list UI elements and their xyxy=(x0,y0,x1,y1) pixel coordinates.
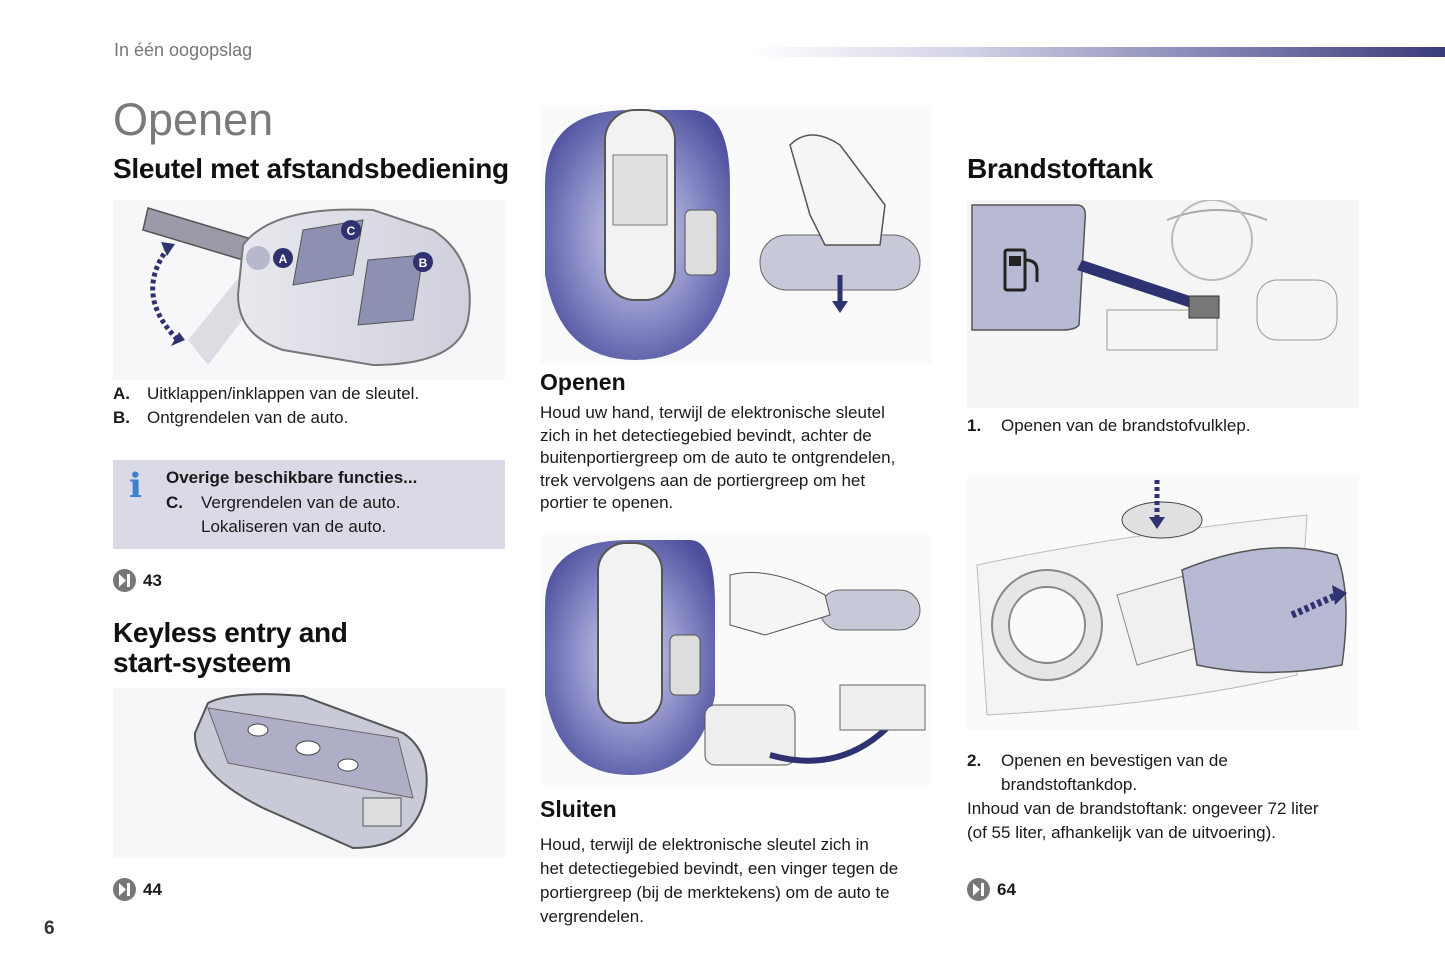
label-b: B xyxy=(419,256,428,270)
list-item: A. Uitklappen/inklappen van de sleutel. xyxy=(113,382,505,406)
list-item: B. Ontgrendelen van de auto. xyxy=(113,406,505,430)
info-line-2: Lokaliseren van de auto. xyxy=(201,517,387,536)
close-text-line: portiergreep (bij de merktekens) om de a… xyxy=(540,883,890,902)
fuel-tank-heading: Brandstoftank xyxy=(967,153,1153,184)
label-a: A xyxy=(279,252,288,266)
close-text-line: het detectiegebied bevindt, een vinger t… xyxy=(540,859,899,878)
list-item-key: A. xyxy=(113,384,130,403)
info-key: C. xyxy=(166,493,183,512)
fuel-pump-icon xyxy=(1003,248,1039,292)
keyless-heading-line-1: Keyless entry and xyxy=(113,617,348,648)
close-text-line: vergrendelen. xyxy=(540,907,644,926)
page-reference-number: 44 xyxy=(143,879,162,899)
page-reference-64[interactable]: 64 xyxy=(967,878,1016,901)
page-title: Openen xyxy=(113,94,274,145)
capacity-line: Inhoud van de brandstoftank: ongeveer 72… xyxy=(967,799,1319,818)
page-reference-icon xyxy=(113,569,136,592)
open-text-line: zich in het detectiegebied bevindt, acht… xyxy=(540,425,872,445)
list-item-text: brandstoftankdop. xyxy=(1001,775,1138,794)
list-item-text: Openen van de brandstofvulklep. xyxy=(1001,416,1251,435)
fuel-flap-release-illustration xyxy=(967,199,1359,408)
page-reference-number: 43 xyxy=(143,570,162,590)
list-item-text: Uitklappen/inklappen van de sleutel. xyxy=(147,384,420,403)
list-item: 1. Openen van de brandstofvulklep. xyxy=(967,414,1367,438)
close-text: Houd, terwijl de elektronische sleutel z… xyxy=(540,833,940,929)
fuel-cap-illustration xyxy=(967,475,1359,730)
closing-illustration xyxy=(540,535,932,785)
list-item-text: Ontgrendelen van de auto. xyxy=(147,408,349,427)
remote-key-illustration: A C B xyxy=(113,200,505,380)
page-number: 6 xyxy=(44,918,55,939)
capacity-line: (of 55 liter, afhankelijk van de uitvoer… xyxy=(967,823,1277,842)
page-reference-44[interactable]: 44 xyxy=(113,878,162,901)
list-item-key: B. xyxy=(113,408,130,427)
list-item-key: 2. xyxy=(967,751,982,770)
list-item: brandstoftankdop. xyxy=(967,773,1367,797)
breadcrumb: In één oogopslag xyxy=(114,40,253,60)
open-text-line: portier te openen. xyxy=(540,493,674,512)
open-text-line: Houd uw hand, terwijl de elektronische s… xyxy=(540,403,885,422)
remote-function-list: A. Uitklappen/inklappen van de sleutel. … xyxy=(113,382,505,430)
open-text-line: trek vervolgens aan de portiergreep om h… xyxy=(540,470,866,490)
open-heading: Openen xyxy=(540,369,626,395)
close-text-line: Houd, terwijl de elektronische sleutel z… xyxy=(540,835,869,854)
keyless-heading: Keyless entry and start-systeem xyxy=(113,618,348,678)
info-title: Overige beschikbare functies... xyxy=(166,468,418,487)
open-text: Houd uw hand, terwijl de elektronische s… xyxy=(540,402,940,515)
keyless-fob-illustration xyxy=(113,688,505,858)
info-box: i Overige beschikbare functies... C. Ver… xyxy=(113,460,505,549)
keyless-heading-line-2: start-systeem xyxy=(113,647,292,678)
page-reference-icon xyxy=(113,878,136,901)
page-reference-43[interactable]: 43 xyxy=(113,569,162,592)
label-c: C xyxy=(347,224,356,238)
page-reference-icon xyxy=(967,878,990,901)
remote-key-heading: Sleutel met afstandsbediening xyxy=(113,153,509,184)
info-icon: i xyxy=(129,466,142,506)
fuel-step-2: 2. Openen en bevestigen van de brandstof… xyxy=(967,749,1367,845)
close-heading: Sluiten xyxy=(540,796,617,822)
open-text-line: buitenportiergreep om de auto te ontgren… xyxy=(540,448,896,467)
info-line-1: Vergrendelen van de auto. xyxy=(201,493,401,512)
list-item-text: Openen en bevestigen van de xyxy=(1001,751,1228,770)
opening-illustration xyxy=(540,105,932,363)
page-reference-number: 64 xyxy=(997,879,1016,899)
fuel-step-1: 1. Openen van de brandstofvulklep. xyxy=(967,414,1367,438)
list-item: 2. Openen en bevestigen van de xyxy=(967,749,1367,773)
header-gradient-bar xyxy=(750,47,1445,57)
list-item-key: 1. xyxy=(967,416,982,435)
